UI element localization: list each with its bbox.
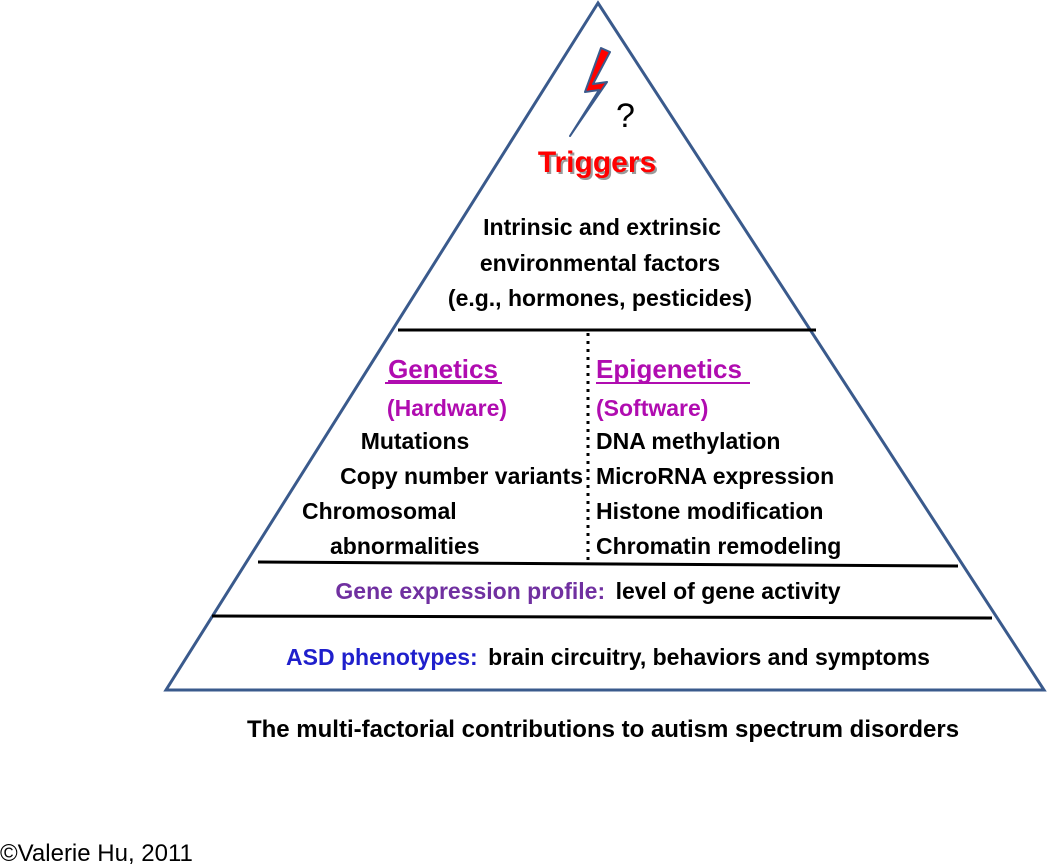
figure-caption: The multi-factorial contributions to aut… (247, 716, 959, 743)
genetics-item-chromosomal: Chromosomal (302, 498, 457, 524)
triggers-title: Triggers (538, 146, 656, 179)
environment-line-3: (e.g., hormones, pesticides) (448, 285, 752, 311)
epigenetics-heading: Epigenetics (596, 354, 742, 384)
divider-asd (211, 614, 993, 620)
epigenetics-item-histone: Histone modification (596, 498, 823, 524)
genetics-item-cnv: Copy number variants (340, 463, 583, 489)
gene-expression-text: level of gene activity (616, 578, 841, 604)
environment-line-2: environmental factors (480, 250, 720, 276)
environment-line-1: Intrinsic and extrinsic (483, 214, 721, 240)
epigenetics-subheading: (Software) (596, 395, 708, 421)
pyramid-outline (163, 0, 1047, 692)
genetics-subheading: (Hardware) (387, 395, 507, 421)
divider-gene-expression (257, 560, 959, 568)
epigenetics-item-microrna: MicroRNA expression (596, 463, 834, 489)
asd-label: ASD phenotypes: (286, 644, 478, 670)
question-mark: ? (616, 97, 635, 135)
asd-row: ASD phenotypes: brain circuitry, behavio… (286, 644, 930, 670)
copyright-credit: ©Valerie Hu, 2011 (0, 840, 193, 867)
epigenetics-item-chromatin: Chromatin remodeling (596, 533, 841, 559)
gene-expression-label: Gene expression profile: (335, 578, 605, 604)
triggers-title-shadow: Triggers (540, 148, 658, 181)
epigenetics-item-dna-methylation: DNA methylation (596, 428, 780, 454)
lightning-bolt-icon (569, 47, 611, 137)
genetics-item-mutations: Mutations (361, 428, 470, 454)
asd-text: brain circuitry, behaviors and symptoms (488, 644, 930, 670)
gene-expression-row: Gene expression profile: level of gene a… (335, 578, 840, 604)
genetics-heading: Genetics (388, 354, 498, 384)
genetics-item-abnormalities: abnormalities (330, 533, 480, 559)
